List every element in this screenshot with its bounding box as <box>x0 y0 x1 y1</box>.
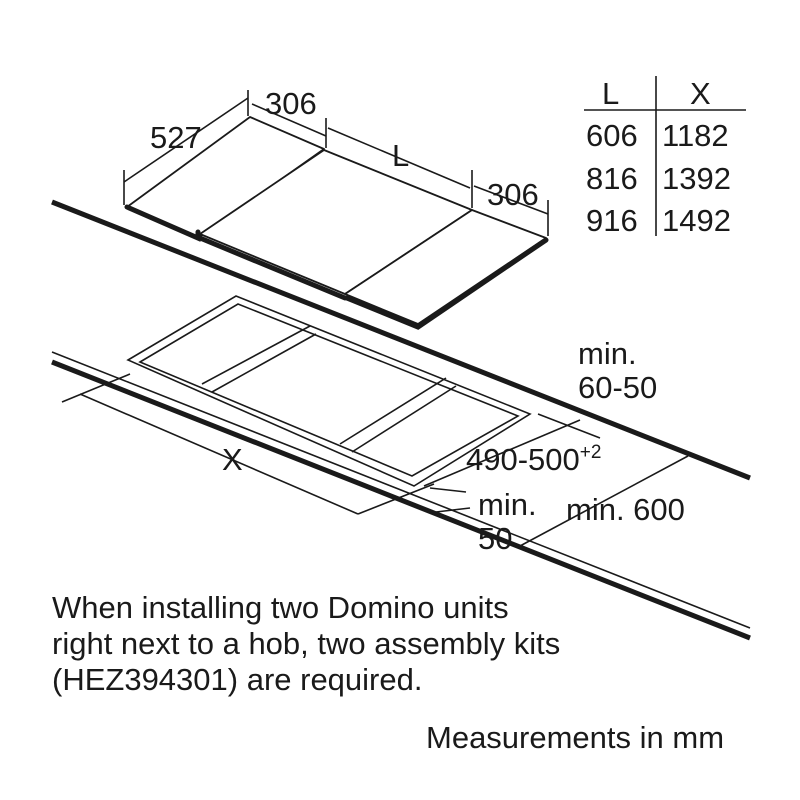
cutout-outline <box>126 295 532 487</box>
dim-cutout-depth-label: 490-500+2 <box>466 442 601 477</box>
table-cell-L: 816 <box>586 161 638 196</box>
dim-min-600-line <box>519 455 689 547</box>
dim-L-line <box>327 127 473 208</box>
dim-side-width-left-label: 306 <box>265 86 317 121</box>
dim-wall-min-label: min. <box>578 336 637 371</box>
note-line: (HEZ394301) are required. <box>52 662 422 697</box>
dim-min-50-line <box>435 507 471 513</box>
dim-cutout-length-label: X <box>222 442 243 477</box>
dim-worktop-depth-label: min. 600 <box>566 492 685 527</box>
worktop-front-edge <box>51 351 751 641</box>
table-cell-X: 1492 <box>662 203 731 238</box>
table-header-L: L <box>602 76 619 111</box>
dim-306-right-line <box>473 185 549 236</box>
table-header-X: X <box>690 76 711 111</box>
dim-X-line <box>61 373 435 515</box>
table-cell-L: 606 <box>586 118 638 153</box>
table-cell-X: 1182 <box>662 118 729 153</box>
dim-wall-distance-label: 60-50 <box>578 370 657 405</box>
dim-front-min-label: min. <box>478 487 537 522</box>
dim-cutout-depth-tolerance: +2 <box>580 442 602 463</box>
dim-length-label: L <box>392 138 409 173</box>
installation-note: When installing two Domino units right n… <box>52 590 560 697</box>
dimension-table: L X 606 1182 816 1392 916 1492 <box>584 76 746 238</box>
dim-front-distance-label: 50 <box>478 521 512 556</box>
worktop-back-edge <box>51 199 751 481</box>
dim-527-line <box>123 90 249 205</box>
units-note: Measurements in mm <box>426 720 724 755</box>
right-domino-unit <box>344 209 549 330</box>
dim-depth-label: 527 <box>150 120 202 155</box>
dim-cutout-depth-value: 490-500 <box>466 442 580 477</box>
dim-side-width-right-label: 306 <box>487 177 539 212</box>
table-cell-X: 1392 <box>662 161 731 196</box>
note-line: When installing two Domino units <box>52 590 509 625</box>
table-cell-L: 916 <box>586 203 638 238</box>
note-line: right next to a hob, two assembly kits <box>52 626 560 661</box>
dim-306-left-line <box>251 103 327 148</box>
dim-490-500-line <box>423 413 601 493</box>
